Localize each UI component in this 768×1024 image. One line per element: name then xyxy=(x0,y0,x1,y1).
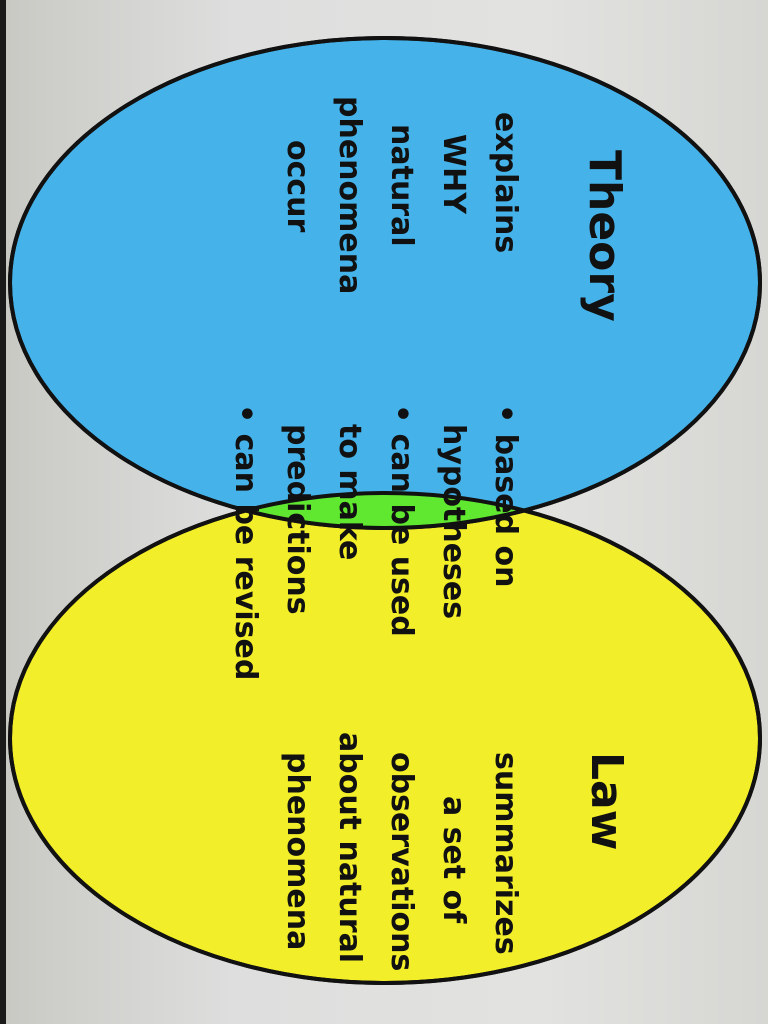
theory-line: occur xyxy=(280,140,315,233)
theory-line: explains xyxy=(488,112,523,253)
theory-line: natural xyxy=(384,124,419,247)
theory-line: WHY xyxy=(436,134,471,215)
law-text-group: Law xyxy=(581,752,632,850)
law-body: summarizes a set of observations about n… xyxy=(280,732,523,971)
law-line: a set of xyxy=(436,796,471,924)
law-title: Law xyxy=(581,752,632,850)
law-line: summarizes xyxy=(488,752,523,955)
theory-text-group: Theory xyxy=(579,150,630,322)
law-circle-outline xyxy=(8,491,762,985)
theory-title: Theory xyxy=(579,150,630,322)
law-line: about natural xyxy=(332,732,367,963)
theory-line: phenomena xyxy=(332,96,367,294)
overlap-line: predictions xyxy=(280,424,315,615)
overlap-line: • can be revised xyxy=(228,404,263,680)
overlap-body: • based on hypotheses • can be used to m… xyxy=(228,404,523,680)
overlap-line: • can be used xyxy=(384,404,419,637)
theory-body: explains WHY natural phenomena occur xyxy=(280,96,523,294)
law-line: observations xyxy=(384,752,419,971)
law-line: phenomena xyxy=(280,752,315,950)
overlap-line: hypotheses xyxy=(436,424,471,619)
overlap-line: to make xyxy=(332,424,367,560)
overlap-line: • based on xyxy=(488,404,523,587)
theory-circle-outline xyxy=(8,36,762,530)
